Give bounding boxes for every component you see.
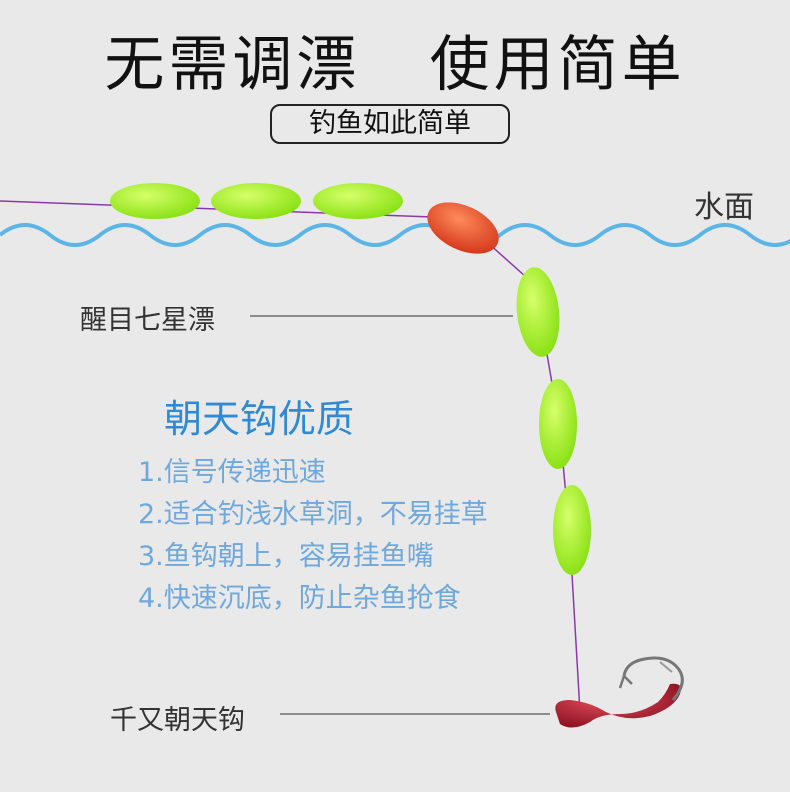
water-surface-label: 水面: [694, 190, 754, 225]
float-green: [313, 183, 403, 219]
float-green: [553, 485, 591, 575]
feature-item: 4.快速沉底，防止杂鱼抢食: [138, 583, 461, 614]
water-wave: [0, 223, 790, 247]
hook-icon: [555, 656, 684, 728]
float-green: [539, 379, 577, 469]
feature-item: 2.适合钓浅水草洞，不易挂草: [138, 499, 488, 530]
tagline-badge: 钓鱼如此简单: [270, 104, 510, 144]
float-green: [516, 267, 560, 357]
feature-heading: 朝天钩优质: [164, 397, 355, 441]
float-green: [110, 183, 200, 219]
hook-label: 千又朝天钩: [110, 705, 245, 736]
feature-item: 1.信号传递迅速: [138, 457, 326, 488]
float-red: [427, 202, 499, 254]
float-label: 醒目七星漂: [80, 305, 215, 336]
float-green: [211, 183, 301, 219]
feature-item: 3.鱼钩朝上，容易挂鱼嘴: [138, 541, 434, 572]
page-title: 无需调漂 使用简单: [104, 30, 686, 100]
feature-list: 1.信号传递迅速 2.适合钓浅水草洞，不易挂草 3.鱼钩朝上，容易挂鱼嘴 4.快…: [138, 452, 488, 620]
